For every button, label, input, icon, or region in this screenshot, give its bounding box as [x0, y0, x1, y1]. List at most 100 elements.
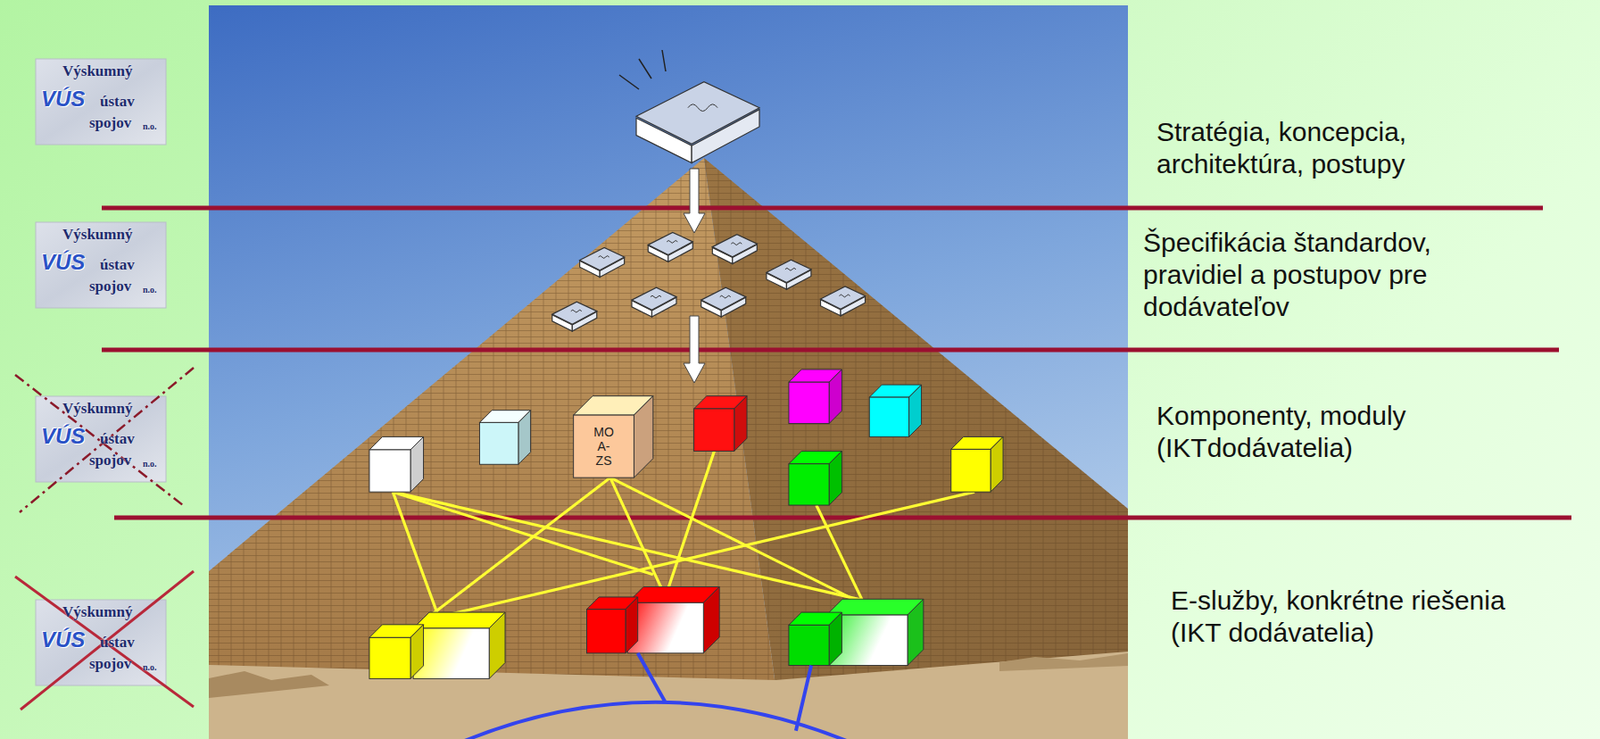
- cube-side: [907, 598, 924, 665]
- book-scribble: [730, 242, 742, 246]
- layer-line: [101, 206, 1543, 211]
- blue-links: [464, 653, 847, 739]
- cube-side: [625, 596, 639, 654]
- book-scribble: [666, 240, 678, 243]
- cube: [369, 436, 424, 492]
- down-arrows: [683, 168, 705, 383]
- layer-caption: Stratégia, koncepcia, architektúra, post…: [1156, 116, 1465, 181]
- sand: [208, 651, 1128, 739]
- layer-caption: E-služby, konkrétne riešenia (IKT dodáva…: [1170, 584, 1557, 649]
- cube-side: [909, 384, 922, 437]
- pyramid-stones: [208, 157, 1128, 686]
- book-icon: [712, 234, 757, 265]
- cube-front: [788, 464, 830, 506]
- red-cross: [15, 571, 194, 710]
- cubes: [369, 369, 1004, 679]
- down-arrow: [683, 315, 705, 383]
- book-scribble: [785, 267, 796, 271]
- book-cover: [631, 287, 677, 310]
- cube-front: [869, 397, 909, 437]
- blue-arc: [464, 702, 847, 739]
- module-label: MO A- ZS: [588, 424, 618, 468]
- cube-side: [990, 436, 1004, 492]
- layer-caption: Komponenty, moduly (IKTdodávatelia): [1156, 399, 1451, 465]
- module-cube: MO A- ZS: [573, 414, 635, 478]
- cross-line: [20, 571, 194, 710]
- book-icon: [647, 232, 693, 262]
- book-scribble: [650, 295, 662, 299]
- layer-line: [114, 515, 1572, 521]
- cross-line: [19, 367, 194, 513]
- institute-logo: VýskumnýVÚSústavspojovn.o.: [35, 396, 166, 482]
- logo-word: ústav: [99, 93, 135, 109]
- book-scribble: [598, 256, 610, 259]
- logo-word: ústav: [99, 256, 135, 273]
- documents: [552, 49, 866, 332]
- logo-suffix: n.o.: [142, 122, 158, 132]
- book-cover: [580, 248, 625, 271]
- cube-front: [627, 602, 704, 653]
- sky: [208, 5, 1128, 739]
- logo-suffix: n.o.: [142, 663, 158, 672]
- yellow-link: [392, 491, 863, 600]
- book-cover: [766, 259, 812, 282]
- logo-suffix: n.o.: [142, 285, 158, 295]
- cube: [694, 396, 747, 452]
- yellow-links: [392, 450, 975, 619]
- yellow-link: [440, 491, 975, 617]
- logo-mark: VÚS: [41, 629, 85, 651]
- logo-word: spojov: [89, 655, 132, 672]
- logo-word: Výskumný: [62, 226, 133, 242]
- book-icon: [631, 287, 677, 317]
- cube-front: [369, 449, 411, 492]
- cube-side: [489, 612, 506, 679]
- blue-link: [795, 665, 812, 731]
- book-scribble: [571, 309, 582, 313]
- dotted-cross: [15, 367, 194, 513]
- logo-word: Výskumný: [62, 400, 133, 416]
- logo-badge: [35, 222, 166, 308]
- cube-side: [518, 410, 531, 465]
- book-cover: [820, 286, 866, 309]
- yellow-link: [392, 491, 654, 575]
- logo-word: ústav: [99, 431, 135, 447]
- cube: [788, 450, 842, 506]
- cube-front: [788, 381, 830, 423]
- cross-line: [15, 374, 183, 506]
- cube-side: [410, 624, 424, 680]
- yellow-link: [668, 450, 714, 588]
- cube: [627, 587, 720, 654]
- rubble: [208, 671, 330, 698]
- institute-logo: VýskumnýVÚSústavspojovn.o.: [35, 58, 166, 145]
- cube: [369, 624, 424, 680]
- cube: [826, 598, 924, 665]
- book-icon: [766, 259, 812, 290]
- cube: [951, 436, 1004, 492]
- pyramid-photo: [208, 5, 1128, 739]
- logo-word: Výskumný: [62, 63, 133, 79]
- layer-lines: [101, 207, 1572, 518]
- blue-link: [638, 653, 666, 703]
- cube-side: [829, 369, 842, 424]
- logo-word: spojov: [89, 115, 132, 131]
- institute-logo: VýskumnýVÚSústavspojovn.o.: [35, 599, 166, 686]
- cube: [869, 384, 921, 437]
- cross-line: [15, 576, 194, 707]
- book-scribble: [720, 295, 731, 299]
- institute-logo: VýskumnýVÚSústavspojovn.o.: [35, 222, 166, 308]
- cube-front: [369, 637, 411, 679]
- logo-badges: [35, 58, 166, 686]
- cube: [788, 612, 842, 665]
- book-cover: [647, 232, 693, 255]
- down-arrow: [683, 168, 705, 233]
- book-cover: [712, 234, 757, 257]
- cube-front: [788, 624, 830, 665]
- book-scribble: [839, 294, 851, 298]
- cube-side: [633, 396, 653, 478]
- logo-word: ústav: [99, 634, 135, 650]
- logo-word: spojov: [89, 452, 132, 468]
- logo-mark: VÚS: [41, 251, 85, 274]
- cube: [413, 612, 506, 679]
- motion-lines: [619, 49, 666, 90]
